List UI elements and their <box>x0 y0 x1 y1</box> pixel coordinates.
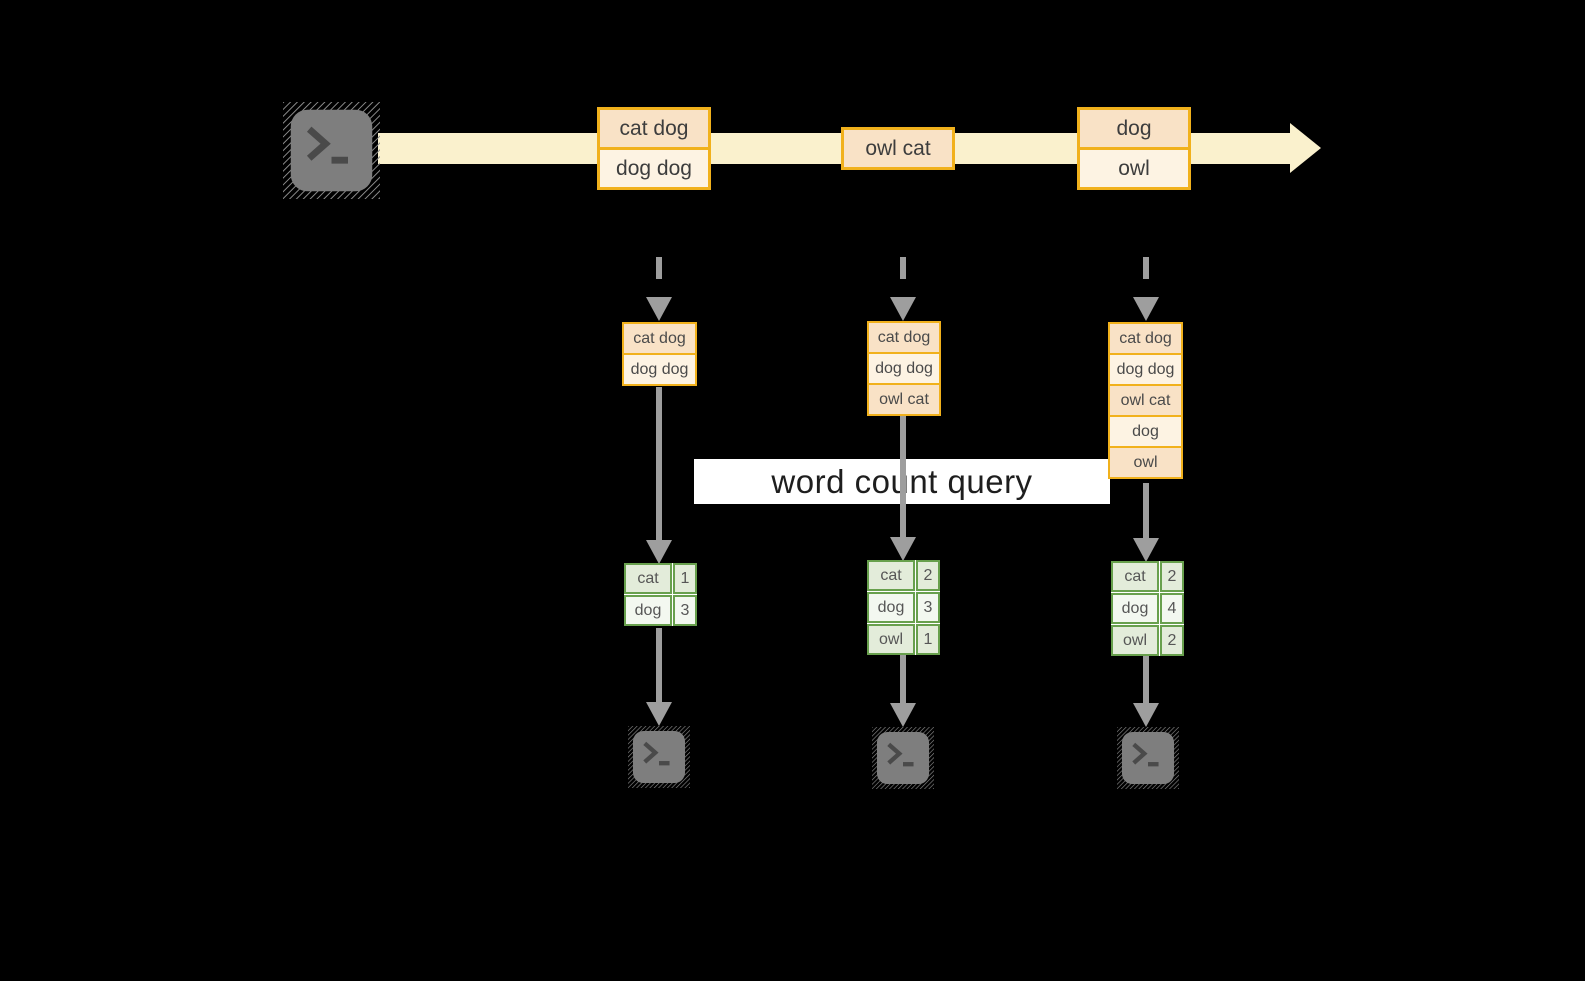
state-row: cat dog <box>624 324 695 353</box>
state-row: dog dog <box>869 352 939 383</box>
word-cell: dog <box>624 595 672 626</box>
word-cell: dog <box>1111 593 1159 624</box>
batch-row: dog <box>1080 110 1188 147</box>
arrow-down-icon <box>646 387 672 564</box>
state-row: owl cat <box>869 383 939 414</box>
dashed-arrow-down-icon <box>890 257 916 321</box>
batch-row: owl cat <box>844 130 952 167</box>
terminal-icon <box>283 102 380 199</box>
count-cell: 2 <box>916 560 940 591</box>
word-cell: cat <box>867 560 915 591</box>
count-cell: 3 <box>916 592 940 623</box>
dashed-arrow-down-icon <box>1133 257 1159 321</box>
terminal-icon <box>1117 727 1179 789</box>
state-row: owl <box>1110 446 1181 477</box>
state-row: dog <box>1110 415 1181 446</box>
count-cell: 1 <box>916 624 940 655</box>
arrow-down-icon <box>1133 656 1159 727</box>
terminal-icon <box>872 727 934 789</box>
word-cell: cat <box>624 563 672 594</box>
word-cell: owl <box>1111 625 1159 656</box>
state-box-1: cat dog dog dog <box>622 322 697 386</box>
state-row: cat dog <box>1110 324 1181 353</box>
arrow-down-icon <box>890 416 916 561</box>
word-cell: dog <box>867 592 915 623</box>
stream-batch-2: owl cat <box>841 127 955 170</box>
count-table-3: cat 2 dog 4 owl 2 <box>1111 561 1184 656</box>
dashed-arrow-down-icon <box>646 257 672 321</box>
stream-batch-3: dog owl <box>1077 107 1191 190</box>
batch-row: owl <box>1080 147 1188 187</box>
state-row: cat dog <box>869 323 939 352</box>
word-cell: owl <box>867 624 915 655</box>
state-box-2: cat dog dog dog owl cat <box>867 321 941 416</box>
state-box-3: cat dog dog dog owl cat dog owl <box>1108 322 1183 479</box>
count-cell: 2 <box>1160 625 1184 656</box>
count-table-1: cat 1 dog 3 <box>624 563 697 626</box>
count-cell: 2 <box>1160 561 1184 592</box>
arrow-down-icon <box>646 628 672 726</box>
count-cell: 3 <box>673 595 697 626</box>
count-table-2: cat 2 dog 3 owl 1 <box>867 560 940 655</box>
word-cell: cat <box>1111 561 1159 592</box>
batch-row: dog dog <box>600 147 708 187</box>
state-row: dog dog <box>624 353 695 384</box>
arrow-down-icon <box>1133 483 1159 562</box>
batch-row: cat dog <box>600 110 708 147</box>
state-row: owl cat <box>1110 384 1181 415</box>
terminal-icon <box>628 726 690 788</box>
count-cell: 4 <box>1160 593 1184 624</box>
state-row: dog dog <box>1110 353 1181 384</box>
count-cell: 1 <box>673 563 697 594</box>
arrow-down-icon <box>890 655 916 727</box>
stream-batch-1: cat dog dog dog <box>597 107 711 190</box>
